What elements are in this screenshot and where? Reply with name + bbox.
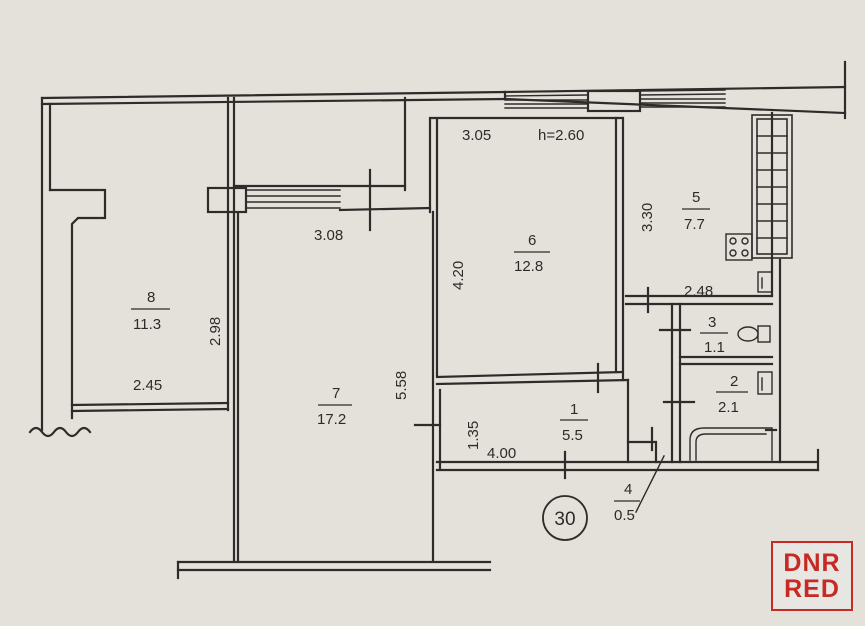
dim-4-00: 4.00 xyxy=(487,445,516,462)
window-room-7 xyxy=(245,189,341,209)
dim-4-20: 4.20 xyxy=(450,261,467,290)
wall-pier-1 xyxy=(586,89,642,113)
dim-3-30: 3.30 xyxy=(639,203,656,232)
window-top-1 xyxy=(504,90,589,109)
bath-sink-icon xyxy=(757,371,773,395)
dim-2-98: 2.98 xyxy=(207,317,224,346)
watermark-logo: DNR RED xyxy=(771,541,853,611)
room-4-number: 4 xyxy=(624,481,632,498)
room-3-area: 1.1 xyxy=(704,339,725,356)
window-room7-pier xyxy=(206,186,248,214)
room-7-area: 17.2 xyxy=(317,411,346,428)
bottom-wall xyxy=(176,560,492,580)
room-5-area: 7.7 xyxy=(684,216,705,233)
wc-walls xyxy=(658,302,774,464)
upper-balcony-walls xyxy=(232,96,407,192)
room-6-area: 12.8 xyxy=(514,258,543,275)
room-3-number: 3 xyxy=(708,314,716,331)
room-6-walls xyxy=(428,116,630,394)
room-4-area: 0.5 xyxy=(614,507,635,524)
ceiling-height-label: h=2.60 xyxy=(538,127,584,144)
dim-2-45: 2.45 xyxy=(133,377,162,394)
watermark-line2: RED xyxy=(784,575,840,603)
room-2-number: 2 xyxy=(730,373,738,390)
room-8-number: 8 xyxy=(147,289,155,306)
bathtub-icon xyxy=(689,427,773,461)
room-8-area: 11.3 xyxy=(133,316,161,333)
room-1-number: 1 xyxy=(570,401,578,418)
kitchen-cabinet xyxy=(751,114,793,259)
watermark-line1: DNR xyxy=(783,549,841,577)
room-7-number: 7 xyxy=(332,385,340,402)
dim-5-58: 5.58 xyxy=(393,371,410,400)
hallway-walls xyxy=(435,378,820,480)
dim-2-48: 2.48 xyxy=(684,283,713,300)
room-7-walls xyxy=(236,210,442,562)
room-8-walls xyxy=(70,96,236,562)
window-top-2 xyxy=(639,89,726,108)
room-5-number: 5 xyxy=(692,189,700,206)
room-4-pointer xyxy=(635,455,665,513)
room-2-area: 2.1 xyxy=(718,399,739,416)
room-1-area: 5.5 xyxy=(562,427,583,444)
outer-top-wall xyxy=(40,85,847,115)
dim-3-08: 3.08 xyxy=(314,227,343,244)
flat-number: 30 xyxy=(554,509,575,530)
toilet-icon xyxy=(737,325,771,343)
sink-icon xyxy=(757,271,773,293)
room-6-number: 6 xyxy=(528,232,536,249)
dim-3-05: 3.05 xyxy=(462,127,491,144)
dim-1-35: 1.35 xyxy=(465,421,482,450)
left-outer-wall xyxy=(28,96,107,438)
flat-number-circle xyxy=(542,495,588,541)
stove-icon xyxy=(725,233,753,261)
